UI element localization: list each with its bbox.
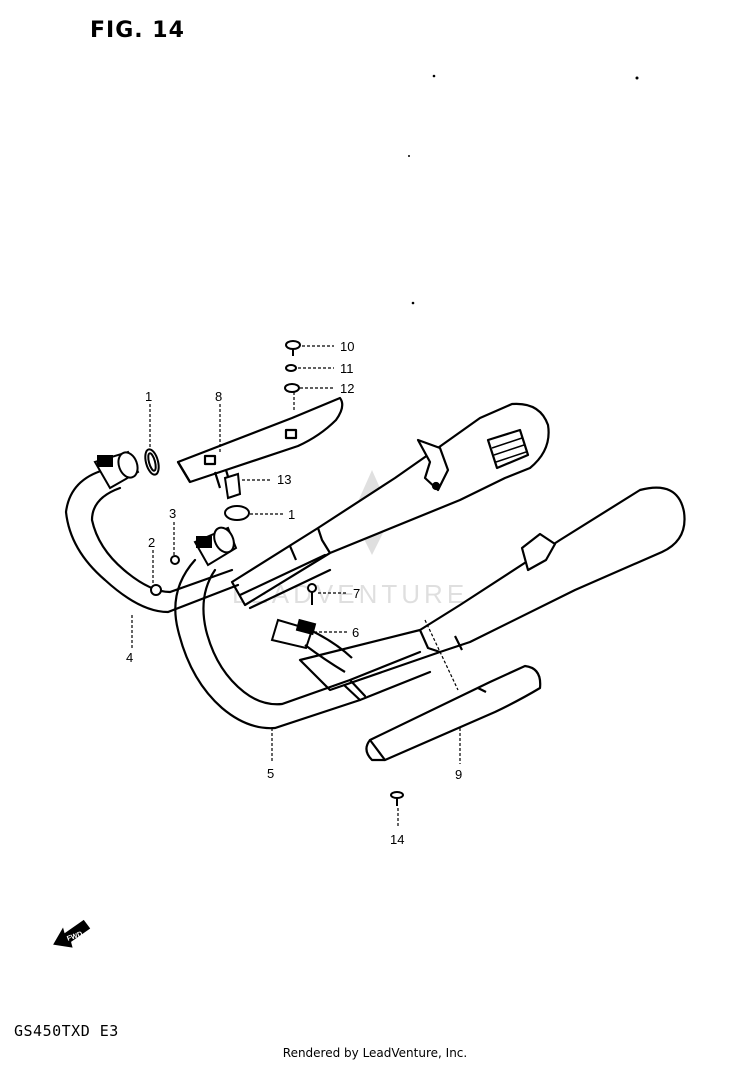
callout-13: 13 [277,472,291,487]
callout-3: 3 [169,506,176,521]
gasket-1-upper [144,448,160,476]
callout-10: 10 [340,339,354,354]
callout-14: 14 [390,832,404,847]
callout-5: 5 [267,766,274,781]
callout-11: 11 [340,361,354,376]
specks [408,74,639,305]
figure-title: FIG. 14 [90,18,185,43]
callout-6: 6 [352,625,359,640]
heat-shield-8 [176,396,344,491]
gasket-1-lower [224,505,250,521]
footer-credit: Rendered by LeadVenture, Inc. [282,1046,468,1060]
callout-9: 9 [455,767,462,782]
heat-shield-9 [365,664,542,762]
leader-lines [131,345,461,828]
washer-3 [170,555,180,565]
bracket-13 [223,472,242,500]
bolt-7 [307,583,317,605]
fwd-arrow-icon: FWD [53,919,91,948]
bolt-14 [390,791,404,806]
callout-8: 8 [215,389,222,404]
callout-4: 4 [126,650,133,665]
exhaust-pipe-5 [174,553,432,730]
callouts: 1 1 2 3 4 5 6 7 8 9 10 11 12 13 14 [126,339,462,847]
left-muffler [230,402,550,607]
callout-1-upper: 1 [145,389,152,404]
callout-12: 12 [340,381,354,396]
callout-7: 7 [353,586,360,601]
washer-12 [284,383,300,393]
pipe-5-flange [193,526,238,567]
callout-1-lower: 1 [288,507,295,522]
right-muffler [298,486,686,692]
model-code: GS450TXD E3 [14,1022,119,1040]
clamp-6 [270,618,317,650]
bolt-2 [150,584,162,596]
callout-2: 2 [148,535,155,550]
bolt-10 [285,340,301,356]
washer-11 [285,364,297,372]
pipe-4-flange [93,450,140,490]
